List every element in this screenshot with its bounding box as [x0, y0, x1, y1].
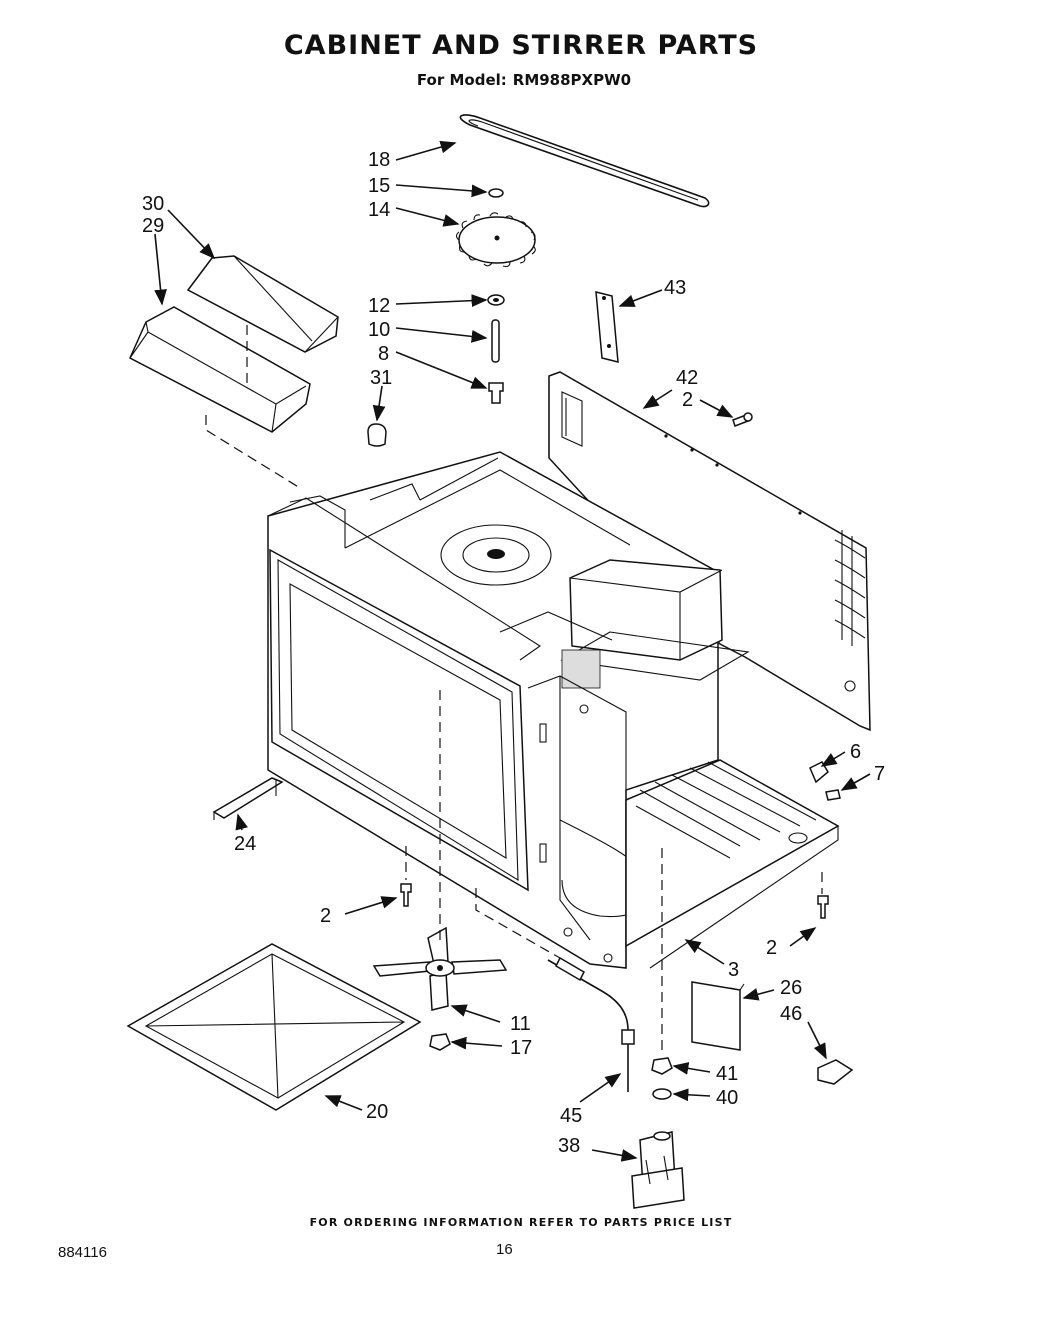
callout-29: 29: [142, 215, 164, 237]
callout-2-left: 2: [320, 905, 331, 927]
callout-45: 45: [560, 1105, 582, 1127]
bracket-26: [691, 981, 741, 1051]
callout-17: 17: [510, 1037, 532, 1059]
clip-31: [367, 423, 387, 447]
callout-24: 24: [234, 833, 256, 855]
hinge-6: [809, 761, 829, 784]
screw-2-top: [732, 412, 753, 427]
stirrer-motor-38: [631, 1131, 685, 1209]
callout-15: 15: [368, 175, 390, 197]
callout-2-top: 2: [682, 389, 693, 411]
callout-42: 42: [676, 367, 698, 389]
callout-46: 46: [780, 1003, 802, 1025]
duct-29: [129, 306, 311, 433]
document-number: 884116: [58, 1244, 107, 1261]
screw-2-right: [817, 895, 829, 919]
oven-cabinet: [267, 451, 840, 969]
stirrer-pulley: [455, 212, 536, 268]
sensor-probe-45: [475, 888, 635, 1092]
callout-6: 6: [850, 741, 861, 763]
model-line: For Model: RM988PXPW0: [0, 71, 1042, 89]
screw-7: [825, 789, 841, 801]
bracket-43: [595, 291, 619, 363]
duct-cover-30: [186, 255, 339, 353]
callout-10: 10: [368, 319, 390, 341]
callout-41: 41: [716, 1063, 738, 1085]
page-number: 16: [496, 1241, 513, 1258]
nut-41: [651, 1057, 673, 1075]
callout-18: 18: [368, 149, 390, 171]
callout-8: 8: [378, 343, 389, 365]
callout-2-right: 2: [766, 937, 777, 959]
callout-30: 30: [142, 193, 164, 215]
glass-tray-20: [126, 943, 422, 1111]
model-prefix: For Model:: [416, 71, 507, 89]
callout-20: 20: [366, 1101, 388, 1123]
nut-17: [429, 1033, 451, 1051]
callout-40: 40: [716, 1087, 738, 1109]
callout-26: 26: [780, 977, 802, 999]
stirrer-blade: [372, 926, 508, 1011]
connector-46: [817, 1059, 854, 1085]
callout-7: 7: [874, 763, 885, 785]
retainer-clip: [488, 188, 504, 198]
callout-12: 12: [368, 295, 390, 317]
page-title: CABINET AND STIRRER PARTS: [283, 30, 759, 61]
rail-24: [212, 777, 284, 820]
callout-14: 14: [368, 199, 390, 221]
drive-belt: [459, 114, 710, 208]
callout-11: 11: [510, 1013, 531, 1035]
callout-38: 38: [558, 1135, 580, 1157]
model-number: RM988PXPW0: [512, 71, 632, 89]
screw-2-left: [400, 883, 412, 907]
callout-31: 31: [370, 367, 392, 389]
washer-40: [652, 1088, 672, 1100]
callout-3: 3: [728, 959, 739, 981]
ordering-note: FOR ORDERING INFORMATION REFER TO PARTS …: [309, 1216, 733, 1229]
bushing: [488, 382, 504, 404]
callout-43: 43: [664, 277, 686, 299]
stirrer-shaft: [491, 319, 500, 363]
